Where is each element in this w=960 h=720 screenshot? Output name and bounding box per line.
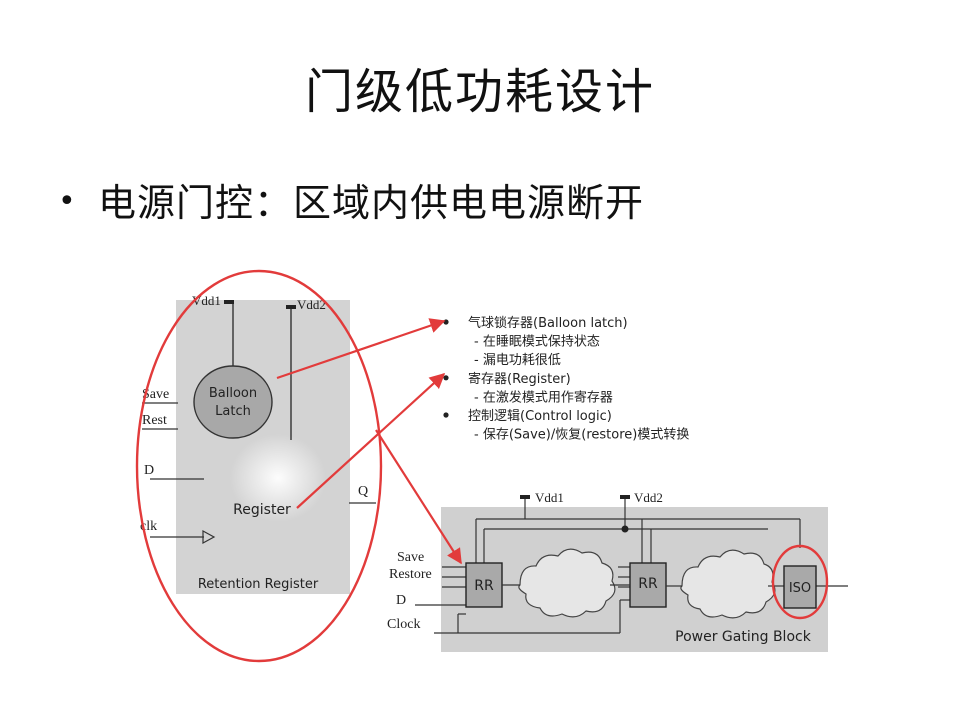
balloon-latch-label-2: Latch xyxy=(215,404,251,419)
bullet-marker: • xyxy=(58,184,76,219)
retention-register-caption: Retention Register xyxy=(198,577,319,592)
power-gating-block: Vdd1 Vdd2 Save Restore D Clock xyxy=(387,490,848,652)
annotation-list: 气球锁存器(Balloon latch) - 在睡眠模式保持状态 - 漏电功耗很低寄… xyxy=(443,315,689,443)
panel-glow xyxy=(230,434,326,522)
annotation-bullet xyxy=(443,412,449,418)
annotation-detail: - 保存(Save)/恢复(restore)模式转换 xyxy=(474,428,689,443)
rest-input-label: Rest xyxy=(142,413,167,428)
save-input-label: Save xyxy=(142,387,169,402)
vdd1-label: Vdd1 xyxy=(192,293,221,308)
rr-block-right xyxy=(629,562,667,608)
annotation-bullet xyxy=(443,375,449,381)
iso-block xyxy=(783,565,817,609)
pg-restore-label: Restore xyxy=(389,567,432,582)
d-input-label: D xyxy=(144,463,154,478)
pg-datapath-wiring xyxy=(502,584,848,587)
register-label: Register xyxy=(233,502,291,518)
power-gating-caption: Power Gating Block xyxy=(675,629,812,645)
iso-highlight xyxy=(771,544,829,620)
retention-register-block: Vdd1 Vdd2 Balloon Latch Save Rest D clk … xyxy=(140,293,376,594)
arrow-register-to-notes xyxy=(296,372,446,509)
vdd1-terminal xyxy=(224,300,234,304)
pg-input-wiring xyxy=(415,566,630,634)
pg-d-label: D xyxy=(396,593,406,608)
annotation-heading: 气球锁存器(Balloon latch) xyxy=(468,315,628,331)
bullet-text: 电源门控：区域内供电电源断开 xyxy=(98,181,645,225)
iso-label: ISO xyxy=(789,581,811,596)
slide-title: 门级低功耗设计 xyxy=(304,64,655,120)
rr-block-left xyxy=(465,562,503,608)
clock-edge-triangle xyxy=(202,529,216,545)
retention-register-highlight xyxy=(135,269,383,663)
rr-left-label: RR xyxy=(474,578,494,594)
annotation-detail: - 漏电功耗很低 xyxy=(474,352,561,368)
annotation-heading: 寄存器(Register) xyxy=(468,371,571,387)
pg-save-label: Save xyxy=(397,550,424,565)
rr-right-label: RR xyxy=(638,576,658,592)
logic-cloud-left xyxy=(518,548,616,618)
vdd2-terminal xyxy=(286,305,296,309)
pg-vdd1-terminal xyxy=(520,495,530,499)
pg-vdd2-terminal xyxy=(620,495,630,499)
pg-clock-label: Clock xyxy=(387,617,420,632)
balloon-latch-label-1: Balloon xyxy=(209,386,257,401)
arrow-balloon-to-notes xyxy=(276,318,446,380)
arrow-retention-to-rr xyxy=(375,429,462,565)
balloon-latch xyxy=(193,365,273,439)
vdd2-label: Vdd2 xyxy=(297,297,326,312)
annotation-heading: 控制逻辑(Control logic) xyxy=(468,409,612,424)
annotation-detail: - 在睡眠模式保持状态 xyxy=(474,335,600,350)
q-output-label: Q xyxy=(358,484,368,499)
pg-junction-node xyxy=(621,525,629,533)
pg-vdd2-label: Vdd2 xyxy=(634,490,663,505)
annotation-detail: - 在激发模式用作寄存器 xyxy=(474,389,613,405)
pg-vdd1-label: Vdd1 xyxy=(535,490,564,505)
